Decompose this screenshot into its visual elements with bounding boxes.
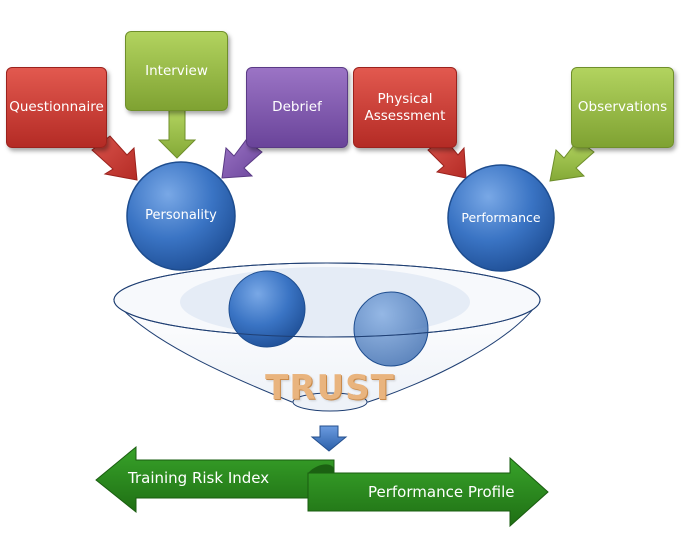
observations-label: Observations [577,99,668,115]
down-arrow [310,425,348,452]
trust-label: TRUST [265,368,395,408]
observations-arrow [549,139,595,182]
debrief-label: Debrief [272,99,322,115]
questionnaire-box: Questionnaire [6,67,107,148]
performance-profile-label: Performance Profile [368,483,515,501]
personality-label: Personality [145,208,217,223]
physical-assessment-label: Physical Assessment [364,90,446,124]
training-risk-index-label: Training Risk Index [128,469,270,487]
funnel-ball-left [228,270,306,348]
interview-arrow [157,109,197,159]
debrief-arrow [221,139,263,179]
observations-box: Observations [571,67,674,148]
personality-circle [126,161,236,271]
debrief-box: Debrief [246,67,348,148]
physical-assessment-box: Physical Assessment [353,67,457,148]
interview-box: Interview [125,31,228,111]
performance-profile-arrow [307,456,549,528]
questionnaire-label: Questionnaire [9,99,104,115]
performance-circle [447,164,555,272]
funnel-ball-right [353,291,429,367]
interview-label: Interview [145,62,208,79]
performance-label: Performance [461,210,541,225]
